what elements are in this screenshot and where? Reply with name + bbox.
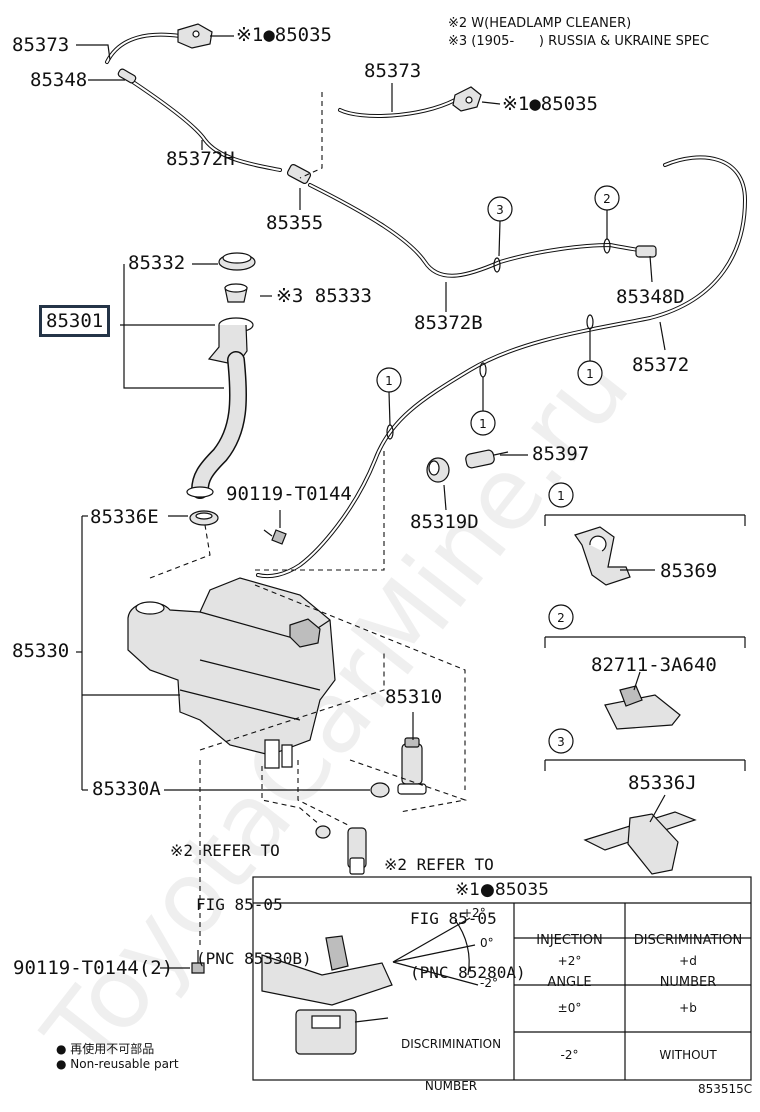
inlet-85301	[186, 317, 254, 499]
part-85280A	[347, 827, 367, 875]
svg-text:1: 1	[385, 374, 393, 388]
table-header-disc: DISCRIMINATION NUMBER	[625, 906, 751, 1004]
label-85330: 85330	[12, 640, 70, 662]
callout-1-hose-c: 1	[376, 367, 402, 426]
label-85035-left: ※1●85035	[236, 24, 332, 46]
table-row1-number: +d	[679, 954, 697, 968]
label-85336E: 85336E	[90, 506, 159, 528]
table-row2-number: +b	[679, 1001, 697, 1015]
label-85348: 85348	[30, 69, 88, 91]
bolt-90119-upper	[263, 529, 287, 545]
label-85369: 85369	[660, 560, 718, 582]
tank-85330	[127, 577, 336, 769]
svg-text:1: 1	[557, 489, 565, 503]
label-85301-highlight: 85301	[39, 305, 111, 337]
legend-non-reusable-en: ● Non-reusable part	[56, 1057, 179, 1071]
refer-85330B-line1: ※2 REFER TO	[170, 841, 280, 860]
label-85348D: 85348D	[616, 286, 685, 308]
label-85330A: 85330A	[92, 778, 161, 800]
callout-1-hose-b: 1	[470, 377, 496, 436]
svg-text:3: 3	[496, 203, 504, 217]
svg-text:2: 2	[557, 611, 565, 625]
refer-note-85280A: ※2 REFER TO FIG 85-05 (PNC 85280A)	[384, 820, 526, 1000]
refer-note-85330B: ※2 REFER TO FIG 85-05 (PNC 85330B)	[170, 806, 312, 986]
label-82711: 82711-3A640	[591, 654, 717, 676]
disc-number-label-l1: DISCRIMINATION	[400, 1037, 502, 1051]
grommet-85319D	[426, 457, 450, 483]
label-90119-lower: 90119-T0144(2)	[13, 957, 174, 979]
disc-number-label: DISCRIMINATION NUMBER	[390, 1009, 512, 1107]
figure-id: 853515C	[698, 1082, 753, 1096]
angle-label-top: +2°	[462, 906, 486, 920]
label-85310: 85310	[385, 686, 443, 708]
table-header-disc-l1: DISCRIMINATION	[633, 933, 743, 948]
svg-text:2: 2	[603, 192, 611, 206]
label-85373-right: 85373	[364, 60, 422, 82]
svg-text:3: 3	[557, 735, 565, 749]
svg-text:1: 1	[479, 417, 487, 431]
table-row2-angle: ±0°	[557, 1001, 582, 1015]
table-row3-angle: -2°	[560, 1048, 579, 1062]
bolt-90119-lower	[191, 950, 205, 974]
detail-clip-1: 1	[544, 482, 746, 586]
label-85336J: 85336J	[628, 772, 697, 794]
table-header-disc-l2: NUMBER	[659, 975, 717, 990]
label-85355: 85355	[266, 212, 324, 234]
table-header-angle-l1: INJECTION	[536, 933, 603, 948]
refer-85280A-line2: FIG 85-05	[410, 909, 497, 928]
pump-85310	[397, 737, 427, 795]
legend-non-reusable-jp: ● 再使用不可部品	[56, 1042, 155, 1056]
label-85319D: 85319D	[410, 511, 479, 533]
label-85332: 85332	[128, 252, 186, 274]
angle-label-bot: -2°	[480, 976, 498, 990]
label-85372B: 85372B	[414, 312, 483, 334]
refer-85280A-line1: ※2 REFER TO	[384, 855, 494, 874]
label-85372H: 85372H	[166, 148, 235, 170]
label-85373-left: 85373	[12, 34, 70, 56]
refer-85330B-line3: (PNC 85330B)	[196, 949, 312, 968]
joint-85355	[286, 163, 312, 185]
nozzle-angle-table	[252, 876, 752, 1081]
callout-2-hose: 2	[594, 185, 620, 239]
label-85372: 85372	[632, 354, 690, 376]
detail-clip-2: 2	[544, 604, 746, 730]
cap-85332	[218, 252, 256, 271]
strainer-85333	[224, 283, 248, 303]
nozzle-85035-left	[177, 23, 213, 49]
callout-3-hose: 3	[487, 196, 513, 257]
label-85035-right: ※1●85035	[502, 93, 598, 115]
table-header-angle: INJECTION ANGLE	[514, 906, 625, 1004]
refer-85330B-line2: FIG 85-05	[196, 895, 283, 914]
note-headlamp-cleaner: ※2 W(HEADLAMP CLEANER)	[448, 16, 632, 31]
label-85333: ※3 85333	[276, 285, 372, 307]
grommet-85330A	[370, 782, 390, 798]
nozzle-85035-right	[452, 86, 482, 112]
table-row1-angle: +2°	[557, 954, 582, 968]
callout-1-hose-a: 1	[577, 329, 603, 386]
connector-85348D	[635, 245, 657, 258]
valve-85397	[465, 449, 509, 469]
detail-clip-3: 3	[544, 728, 746, 875]
note-russia-spec: ※3 (1905- ) RUSSIA & UKRAINE SPEC	[448, 34, 710, 49]
label-85397: 85397	[532, 443, 590, 465]
table-header-angle-l2: ANGLE	[547, 975, 592, 990]
grommet-85336E	[189, 510, 219, 526]
label-90119-upper: 90119-T0144	[226, 483, 352, 505]
svg-text:1: 1	[586, 367, 594, 381]
table-row3-number: WITHOUT	[659, 1048, 717, 1062]
table-title: ※1●85035	[455, 880, 549, 900]
disc-number-label-l2: NUMBER	[424, 1079, 478, 1093]
angle-label-mid: 0°	[480, 936, 494, 950]
part-85330B	[315, 825, 331, 839]
refer-85280A-line3: (PNC 85280A)	[410, 963, 526, 982]
